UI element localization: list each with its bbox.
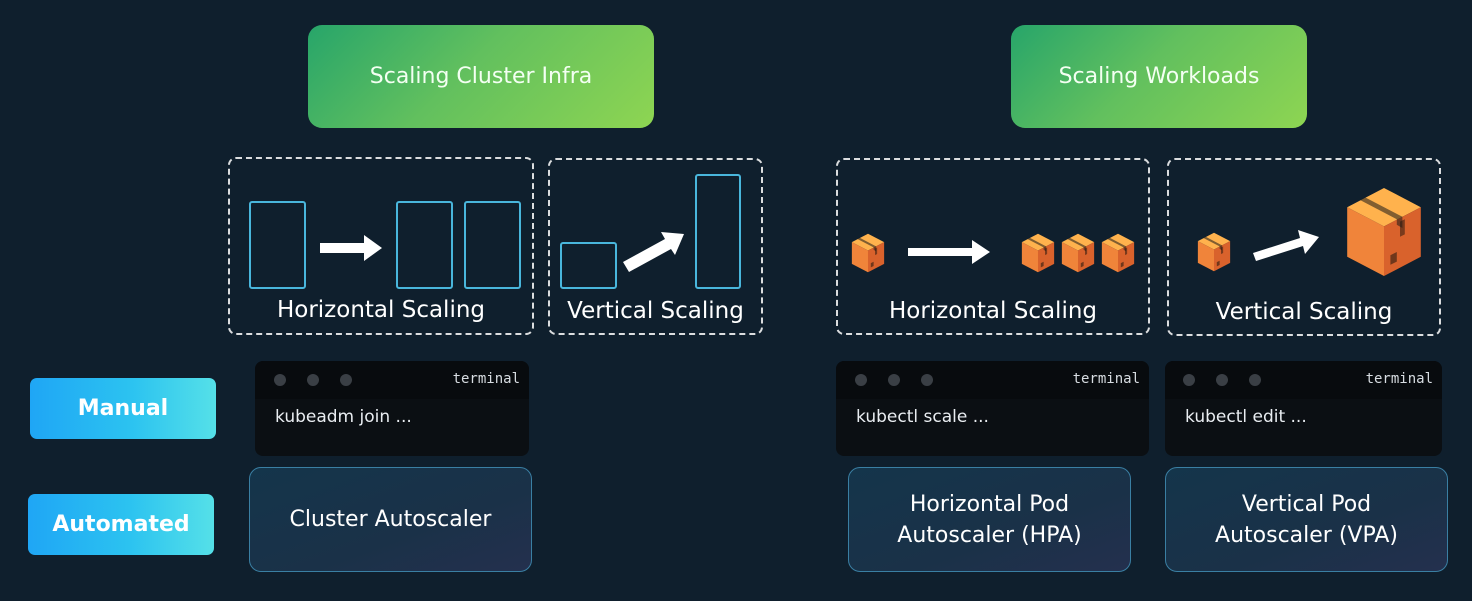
hpa-box: Horizontal Pod Autoscaler (HPA) (848, 467, 1131, 572)
vpa-box: Vertical Pod Autoscaler (VPA) (1165, 467, 1448, 572)
manual-label: Manual (77, 396, 169, 421)
server-node-icon (560, 242, 617, 289)
workload-vertical-manual-terminal: terminal kubectl edit ... (1165, 361, 1442, 456)
server-node-icon (695, 174, 741, 289)
server-node-icon (396, 201, 453, 289)
workload-horizontal-manual-terminal: terminal kubectl scale ... (836, 361, 1149, 456)
window-dot-icon (921, 374, 933, 386)
window-dot-icon (1183, 374, 1195, 386)
package-box-icon (1101, 233, 1135, 273)
terminal-label: terminal (452, 371, 520, 387)
automated-label: Automated (52, 512, 190, 537)
package-box-icon (1197, 232, 1231, 272)
window-dot-icon (855, 374, 867, 386)
scaling-workloads-title: Scaling Workloads (1058, 64, 1260, 89)
package-box-icon (1021, 233, 1055, 273)
terminal-command: kubectl scale ... (856, 407, 989, 427)
diagonal-arrow-icon (623, 232, 684, 272)
terminal-label: terminal (1365, 371, 1433, 387)
scaling-workloads-header: Scaling Workloads (1011, 25, 1307, 128)
window-dot-icon (888, 374, 900, 386)
window-dot-icon (274, 374, 286, 386)
server-node-icon (249, 201, 306, 289)
server-node-icon (464, 201, 521, 289)
scaling-cluster-infra-header: Scaling Cluster Infra (308, 25, 654, 128)
workload-horizontal-scaling-panel: Horizontal Scaling (836, 158, 1150, 335)
workload-vertical-scaling-panel: Vertical Scaling (1167, 158, 1441, 336)
cluster-horizontal-scaling-label: Horizontal Scaling (276, 297, 486, 323)
vpa-label: Vertical Pod Autoscaler (VPA) (1215, 491, 1398, 548)
cluster-vertical-scaling-label: Vertical Scaling (567, 298, 744, 324)
window-dot-icon (1249, 374, 1261, 386)
hpa-label: Horizontal Pod Autoscaler (HPA) (897, 491, 1082, 548)
scaling-cluster-infra-title: Scaling Cluster Infra (369, 64, 593, 89)
right-arrow-icon (320, 235, 382, 261)
package-box-icon (1347, 188, 1421, 276)
cluster-horizontal-scaling-panel: Horizontal Scaling (228, 157, 534, 335)
window-dot-icon (340, 374, 352, 386)
window-dot-icon (307, 374, 319, 386)
terminal-command: kubectl edit ... (1185, 407, 1307, 427)
cluster-autoscaler-label: Cluster Autoscaler (289, 507, 492, 532)
diagonal-arrow-icon (1253, 230, 1319, 261)
window-dot-icon (1216, 374, 1228, 386)
workload-vertical-scaling-label: Vertical Scaling (1215, 299, 1393, 325)
cluster-vertical-scaling-panel: Vertical Scaling (548, 158, 763, 335)
terminal-title-bar (255, 361, 529, 399)
terminal-title-bar (1165, 361, 1442, 399)
cluster-autoscaler-box: Cluster Autoscaler (249, 467, 532, 572)
terminal-command: kubeadm join ... (275, 407, 412, 427)
package-box-icon (851, 233, 885, 273)
automated-badge: Automated (28, 494, 214, 555)
right-arrow-icon (908, 240, 990, 264)
manual-badge: Manual (30, 378, 216, 439)
terminal-label: terminal (1072, 371, 1140, 387)
package-box-icon (1061, 233, 1095, 273)
cluster-manual-terminal: terminal kubeadm join ... (255, 361, 529, 456)
workload-horizontal-scaling-label: Horizontal Scaling (888, 298, 1098, 324)
